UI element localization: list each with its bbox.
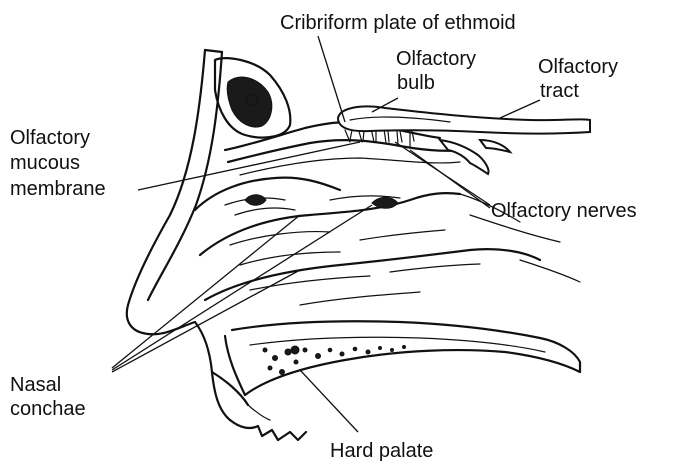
label-mucous-membrane-line1: Olfactory xyxy=(10,127,90,149)
leader-cribriform xyxy=(318,36,345,122)
leader-tract xyxy=(500,100,540,118)
leader-palate xyxy=(300,370,358,432)
label-olfactory-bulb-line1: Olfactory xyxy=(396,48,476,70)
label-olfactory-nerves: Olfactory nerves xyxy=(491,200,637,222)
leader-lines xyxy=(112,36,540,432)
olfactory-bulb-tract xyxy=(338,106,590,174)
nasal-bone-outline xyxy=(127,50,222,334)
hard-palate-shape xyxy=(225,321,580,395)
label-nasal-conchae-line2: conchae xyxy=(10,398,86,420)
label-olfactory-bulb-line2: bulb xyxy=(397,72,435,94)
label-olfactory-tract-line1: Olfactory xyxy=(538,56,618,78)
nasal-conchae-shapes xyxy=(195,178,580,305)
label-hard-palate: Hard palate xyxy=(330,440,433,462)
upper-lip-teeth xyxy=(195,322,306,440)
label-mucous-membrane-line2: mucous xyxy=(10,152,80,174)
label-nasal-conchae-line1: Nasal xyxy=(10,374,61,396)
label-olfactory-tract-line2: tract xyxy=(540,80,579,102)
label-cribriform-plate: Cribriform plate of ethmoid xyxy=(280,12,516,34)
palate-stipple xyxy=(263,346,406,375)
label-mucous-membrane-line3: membrane xyxy=(10,178,106,200)
leader-conchae-c xyxy=(112,270,300,372)
frontal-sinus xyxy=(215,58,290,137)
